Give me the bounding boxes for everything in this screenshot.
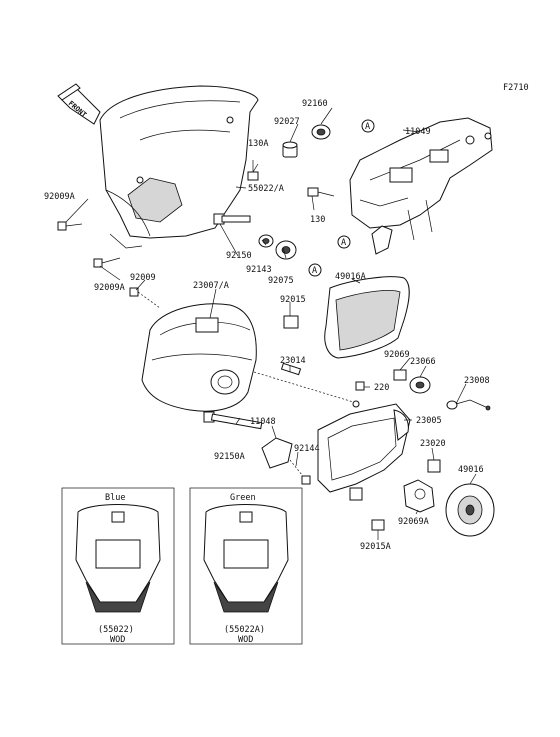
callout-23014: 23014	[280, 356, 306, 366]
bolt-92150A-icon	[203, 411, 263, 430]
callout-55022A: 55022/A	[248, 184, 284, 194]
variant-blue-cowl-icon	[75, 504, 161, 613]
adjuster-guide-line	[253, 371, 361, 405]
callout-130A: 130A	[248, 139, 268, 149]
ref-marker-A-2-label: A	[341, 238, 346, 248]
socket-23066-icon	[409, 376, 431, 394]
variant-blue-part: (55022)	[98, 625, 134, 635]
bolt-92150-icon	[213, 213, 251, 225]
callout-92144: 92144	[294, 444, 320, 454]
screw-220-icon	[355, 381, 365, 391]
callout-130: 130	[310, 215, 325, 225]
callout-92027: 92027	[274, 117, 300, 127]
variant-green-part: (55022A)	[224, 625, 265, 635]
variant-green-cowl-icon	[203, 504, 289, 613]
cover-49016A	[324, 276, 410, 359]
callout-23020: 23020	[420, 439, 446, 449]
callout-92069A: 92069A	[398, 517, 429, 527]
bolt-130A-icon	[247, 160, 259, 181]
collar-92027-icon	[282, 141, 298, 158]
bolt-130-icon	[307, 187, 335, 197]
callout-92015A: 92015A	[360, 542, 391, 552]
variant-blue-code: WOD	[110, 635, 125, 645]
bracket-11049	[349, 117, 493, 255]
ref-marker-A-1-label: A	[365, 122, 370, 132]
variant-green-code: WOD	[238, 635, 253, 645]
bulb-holder-92069-icon	[393, 369, 407, 381]
ref-marker-A-3-label: A	[312, 266, 317, 276]
wire-23008-icon	[446, 399, 491, 411]
clip-92015A-icon	[371, 519, 385, 531]
callout-92009A-upper: 92009A	[44, 192, 75, 202]
callout-23007A: 23007/A	[193, 281, 229, 291]
callout-92075: 92075	[268, 276, 294, 286]
callout-92015: 92015	[280, 295, 306, 305]
callout-23005: 23005	[416, 416, 442, 426]
front-arrow-icon: FRONT	[57, 83, 101, 125]
socket-23020-icon	[427, 459, 441, 473]
figure-code: F2710	[503, 83, 529, 93]
callout-92160: 92160	[302, 99, 328, 109]
callout-92009A-lower: 92009A	[94, 283, 125, 293]
callout-49016: 49016	[458, 465, 484, 475]
callout-92150A: 92150A	[214, 452, 245, 462]
callout-92009: 92009	[130, 273, 156, 283]
bolt-92009A-upper-icon	[57, 221, 83, 231]
bulb-92069A-icon	[403, 479, 435, 513]
reflector-49016-icon	[445, 483, 495, 537]
callout-49016A: 49016A	[335, 272, 366, 282]
variant-box-blue	[61, 487, 175, 645]
callout-92069: 92069	[384, 350, 410, 360]
collar-92143-icon	[258, 234, 274, 248]
callout-92143: 92143	[246, 265, 272, 275]
callout-23066: 23066	[410, 357, 436, 367]
ref-marker-A-1-icon: A	[361, 119, 375, 133]
ref-marker-A-3-icon: A	[308, 263, 322, 277]
bolt-92009-icon	[129, 287, 161, 309]
bolt-92144-icon	[289, 459, 311, 485]
grommet-92075-icon	[275, 240, 297, 260]
callout-11049: 11049	[405, 127, 431, 137]
variant-labels: Blue (55022) WOD Green (55022A) WOD	[98, 493, 265, 645]
grommet-92160-icon	[311, 124, 331, 140]
callout-92150: 92150	[226, 251, 252, 261]
variant-box-green	[189, 487, 303, 645]
headlight-cowl	[99, 85, 259, 249]
variant-green-color: Green	[230, 493, 256, 503]
callout-220: 220	[374, 383, 389, 393]
callout-labels: 92160 11049 92027 130A 55022/A 92009A 13…	[44, 99, 490, 552]
bolt-92009A-lower-icon	[93, 257, 121, 268]
clip-92015-icon	[283, 315, 299, 329]
leader-lines	[65, 107, 477, 540]
variant-blue-color: Blue	[105, 493, 125, 503]
headlight-unit	[141, 303, 257, 412]
ref-marker-A-2-icon: A	[337, 235, 351, 249]
callout-23008: 23008	[464, 376, 490, 386]
bracket-11048-icon	[261, 437, 293, 469]
callout-11048: 11048	[250, 417, 276, 427]
bracket-23005	[317, 400, 411, 501]
